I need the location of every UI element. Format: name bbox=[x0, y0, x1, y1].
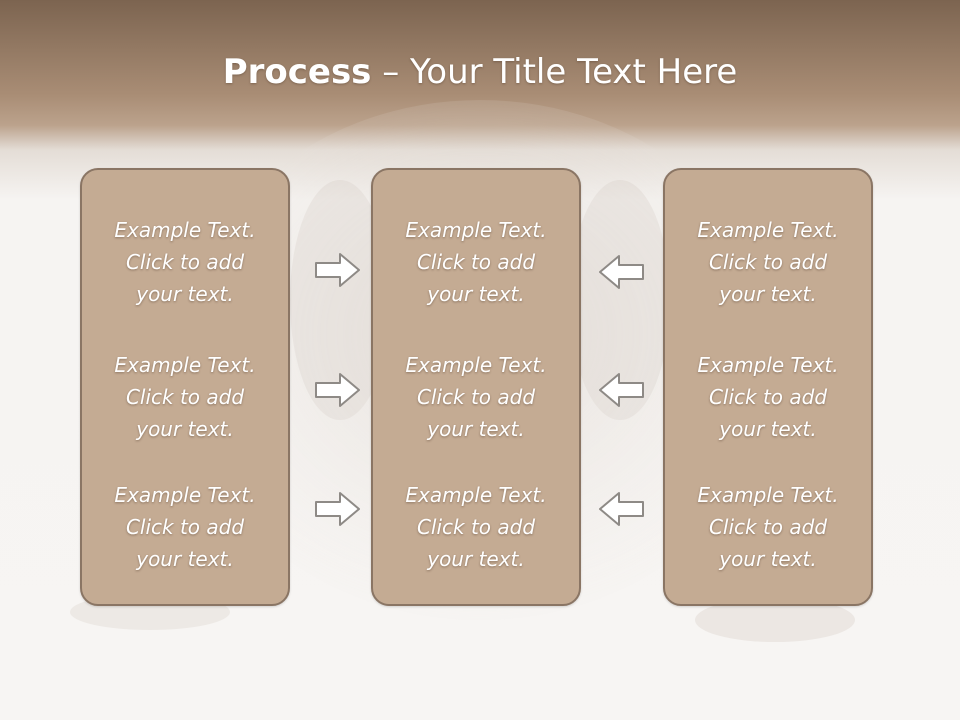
text-block[interactable]: Example Text. Click to add your text. bbox=[665, 214, 871, 310]
text-line: your text. bbox=[719, 282, 817, 306]
text-block[interactable]: Example Text. Click to add your text. bbox=[373, 349, 579, 445]
title-bold: Process bbox=[222, 52, 372, 92]
text-line: your text. bbox=[136, 417, 234, 441]
arrow-left-outline-icon bbox=[599, 373, 644, 407]
left-panel[interactable]: Example Text. Click to add your text. Ex… bbox=[80, 168, 290, 606]
arrow-right-outline-icon bbox=[315, 492, 360, 526]
text-block[interactable]: Example Text. Click to add your text. bbox=[82, 479, 288, 575]
arrow-left-outline-icon bbox=[599, 492, 644, 526]
text-line: your text. bbox=[136, 547, 234, 571]
text-line: Example Text. bbox=[114, 483, 256, 507]
text-block[interactable]: Example Text. Click to add your text. bbox=[82, 214, 288, 310]
text-line: Example Text. bbox=[697, 483, 839, 507]
middle-panel[interactable]: Example Text. Click to add your text. Ex… bbox=[371, 168, 581, 606]
text-line: Example Text. bbox=[697, 218, 839, 242]
text-line: your text. bbox=[427, 282, 525, 306]
slide-title[interactable]: Process – Your Title Text Here bbox=[0, 52, 960, 92]
title-rest: – Your Title Text Here bbox=[371, 52, 738, 92]
text-line: Example Text. bbox=[405, 483, 547, 507]
text-block[interactable]: Example Text. Click to add your text. bbox=[665, 479, 871, 575]
text-line: your text. bbox=[719, 417, 817, 441]
text-line: Click to add bbox=[125, 385, 245, 409]
text-line: Example Text. bbox=[405, 353, 547, 377]
text-line: Click to add bbox=[125, 250, 245, 274]
right-panel[interactable]: Example Text. Click to add your text. Ex… bbox=[663, 168, 873, 606]
text-line: Click to add bbox=[708, 250, 828, 274]
text-block[interactable]: Example Text. Click to add your text. bbox=[373, 479, 579, 575]
text-line: your text. bbox=[719, 547, 817, 571]
text-line: Click to add bbox=[708, 385, 828, 409]
text-line: Example Text. bbox=[114, 218, 256, 242]
text-block[interactable]: Example Text. Click to add your text. bbox=[82, 349, 288, 445]
text-line: your text. bbox=[427, 547, 525, 571]
text-line: your text. bbox=[427, 417, 525, 441]
text-line: Example Text. bbox=[405, 218, 547, 242]
text-line: Click to add bbox=[708, 515, 828, 539]
text-block[interactable]: Example Text. Click to add your text. bbox=[665, 349, 871, 445]
text-line: Example Text. bbox=[697, 353, 839, 377]
arrow-right-outline-icon bbox=[315, 373, 360, 407]
text-line: your text. bbox=[136, 282, 234, 306]
text-line: Click to add bbox=[416, 515, 536, 539]
text-line: Click to add bbox=[416, 385, 536, 409]
text-line: Click to add bbox=[125, 515, 245, 539]
text-line: Click to add bbox=[416, 250, 536, 274]
arrow-right-outline-icon bbox=[315, 253, 360, 287]
text-line: Example Text. bbox=[114, 353, 256, 377]
text-block[interactable]: Example Text. Click to add your text. bbox=[373, 214, 579, 310]
arrow-left-outline-icon bbox=[599, 255, 644, 289]
